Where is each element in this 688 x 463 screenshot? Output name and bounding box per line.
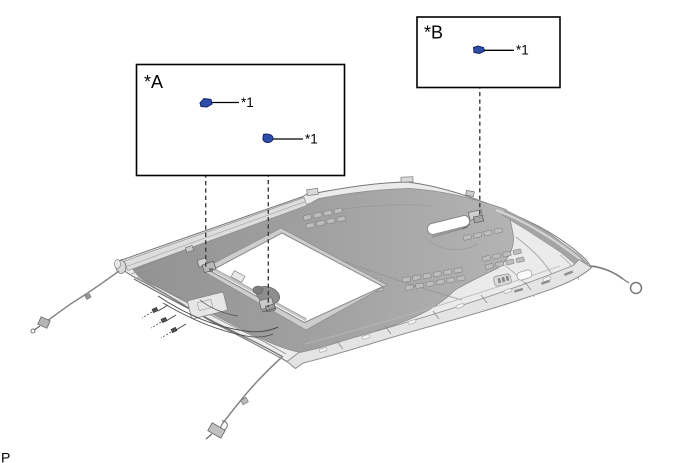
clip-marker-a2	[262, 133, 274, 144]
marker-b-label: *1	[516, 43, 529, 58]
rear-edge-brackets	[306, 176, 475, 198]
front-frame-details	[141, 270, 281, 339]
clip-marker-a1	[199, 97, 213, 108]
clip-marker-b	[472, 45, 486, 55]
callout-box-b: *B *1	[416, 16, 561, 89]
headlining-assembly-drawing	[30, 176, 643, 440]
side-rail-band	[286, 259, 592, 369]
marker-a1-label: *1	[241, 95, 254, 110]
front-pillar-wire	[205, 356, 283, 440]
left-corner-boss	[114, 259, 127, 274]
corner-mark: P	[1, 450, 10, 463]
dashed-leader-lines	[204, 55, 481, 307]
callout-b-label: *B	[424, 23, 443, 43]
right-hook-wire	[589, 265, 643, 295]
sunroof-opening	[200, 227, 388, 331]
maplight-opening	[426, 215, 471, 238]
marker-a2-label: *1	[305, 132, 318, 147]
left-antenna-wire	[30, 270, 120, 334]
callout-box-a: *A *1 *1	[135, 63, 346, 177]
callout-a-label: *A	[144, 72, 163, 92]
front-band-harness	[133, 275, 287, 358]
clip-bracket-b	[462, 209, 484, 230]
